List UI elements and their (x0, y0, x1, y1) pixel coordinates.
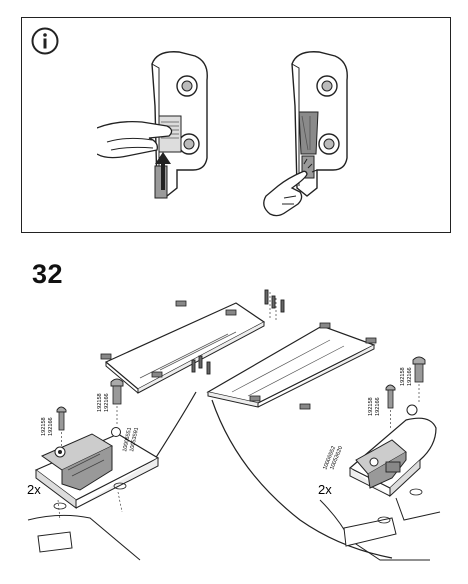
left-hinge-part-a: 10006551 (122, 427, 133, 453)
right-callout-detail (319, 356, 441, 561)
right-screw-part-b: 192166 (375, 397, 381, 416)
step-number: 32 (32, 259, 64, 289)
left-pin-part-b: 192166 (104, 393, 110, 412)
info-icon (31, 27, 59, 55)
right-screw-part-a: 192158 (368, 397, 374, 416)
left-screw-part-b: 192166 (48, 417, 54, 436)
hinge-latch-press-illustration (97, 51, 208, 199)
left-hinge-part-b: 10053591 (129, 427, 140, 453)
left-quantity-label: 2x (27, 482, 41, 497)
info-panel (21, 17, 451, 233)
right-quantity-label: 2x (318, 482, 332, 497)
hinge-latch-released-illustration (263, 51, 348, 217)
right-pin-part-b: 192166 (407, 367, 413, 386)
right-pin-part-a: 192158 (400, 367, 406, 386)
left-callout-detail (27, 378, 160, 561)
left-screw-part-a: 192158 (41, 417, 47, 436)
left-pin-part-a: 192158 (97, 393, 103, 412)
